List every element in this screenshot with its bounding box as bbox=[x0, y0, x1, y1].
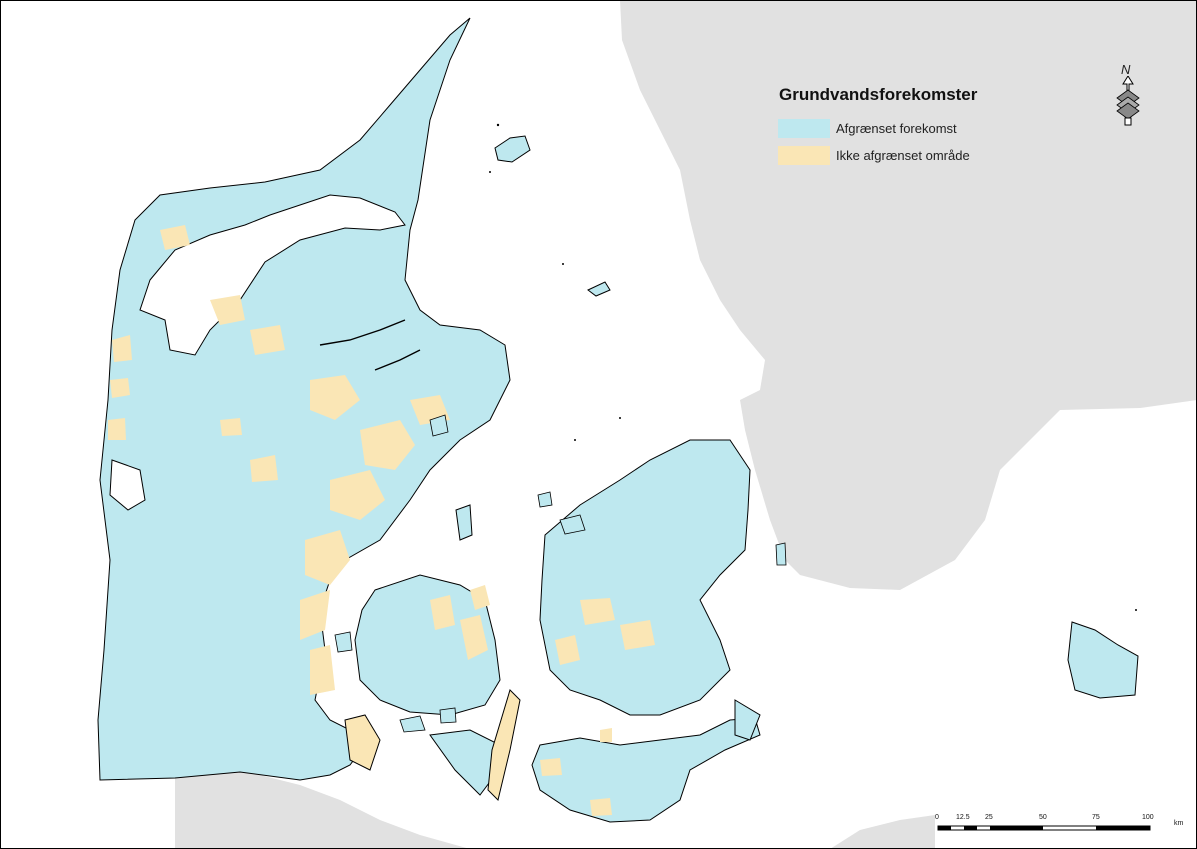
scale-bar bbox=[937, 825, 1151, 831]
inner-fjord bbox=[109, 459, 146, 511]
limfjord bbox=[139, 194, 406, 356]
sweden-land bbox=[620, 0, 1197, 590]
zealand[interactable] bbox=[539, 439, 751, 716]
legend-label-delineated: Afgrænset forekomst bbox=[836, 120, 957, 136]
legend-item-delineated: Afgrænset forekomst bbox=[778, 117, 957, 139]
north-arrow-icon bbox=[1116, 76, 1140, 126]
legend-title: Grundvandsforekomster bbox=[779, 85, 978, 104]
north-arrow-letter: N bbox=[1121, 62, 1131, 77]
samsoe[interactable] bbox=[455, 504, 473, 541]
scale-tick-12-5: 12.5 bbox=[956, 814, 970, 821]
legend-item-not-delineated: Ikke afgrænset område bbox=[778, 144, 970, 166]
fjord-1 bbox=[319, 319, 406, 346]
lolland-falster[interactable] bbox=[531, 717, 761, 823]
scale-tick-0: 0 bbox=[935, 814, 939, 821]
langeland[interactable] bbox=[487, 689, 521, 801]
not-delineated-areas bbox=[108, 225, 655, 816]
scale-tick-75: 75 bbox=[1092, 814, 1100, 821]
scale-tick-100: 100 bbox=[1142, 814, 1154, 821]
legend-swatch-not-delineated bbox=[778, 145, 830, 165]
legend-label-not-delineated: Ikke afgrænset område bbox=[836, 147, 970, 163]
scale-tick-50: 50 bbox=[1039, 814, 1047, 821]
small-islands bbox=[334, 414, 787, 733]
germany-land-east bbox=[830, 815, 935, 849]
germany-land bbox=[175, 770, 470, 849]
funen[interactable] bbox=[354, 574, 501, 716]
legend-swatch-delineated bbox=[778, 118, 830, 138]
scale-unit: km bbox=[1174, 820, 1184, 827]
fjord-2 bbox=[374, 349, 421, 371]
moen[interactable] bbox=[734, 699, 761, 741]
als[interactable] bbox=[344, 714, 381, 771]
scale-tick-25: 25 bbox=[985, 814, 993, 821]
bornholm[interactable] bbox=[1067, 621, 1139, 699]
anholt[interactable] bbox=[587, 281, 611, 297]
map-marks bbox=[489, 123, 1137, 611]
laeso[interactable] bbox=[494, 135, 531, 163]
